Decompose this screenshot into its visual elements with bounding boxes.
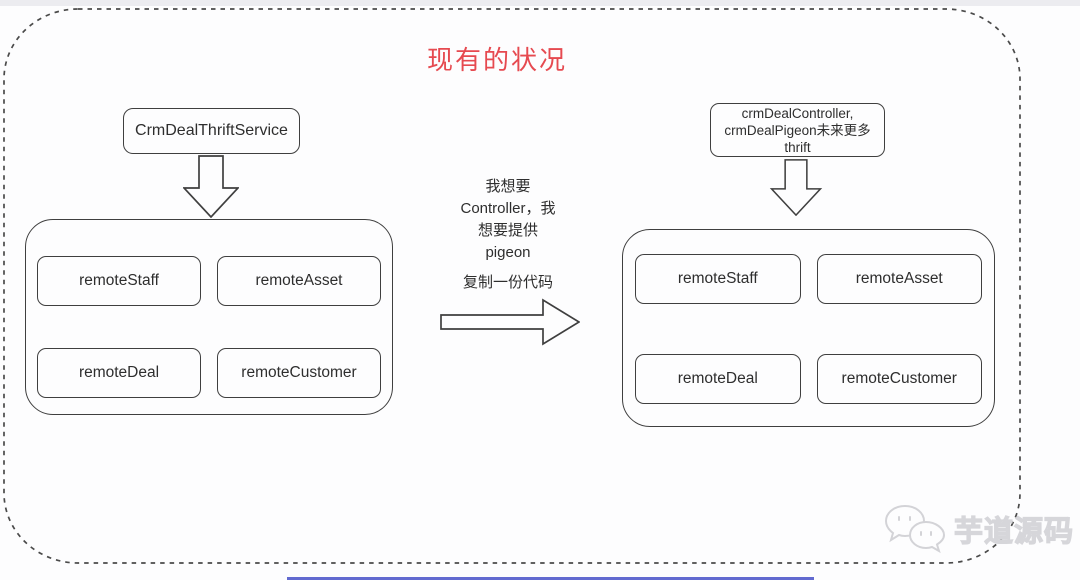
right-arrow-icon: [440, 298, 580, 346]
middle-note-text: 我想要 Controller，我 想要提供 pigeon: [418, 176, 598, 264]
watermark-text: 芋道源码: [953, 515, 1075, 548]
service-line: crmDealController,: [741, 105, 854, 121]
down-arrow-icon: [769, 159, 823, 216]
bottom-divider-line: [287, 577, 814, 580]
right-service-container: remoteStaff remoteAsset remoteDeal remot…: [622, 229, 995, 427]
node-remote-asset: remoteAsset: [816, 254, 982, 304]
top-edge-strip: [0, 0, 1080, 6]
service-line: crmDealPigeon未来更多: [724, 122, 871, 138]
node-remote-deal: remoteDeal: [635, 353, 801, 404]
node-remote-asset: remoteAsset: [217, 256, 381, 306]
node-remote-staff: remoteStaff: [635, 254, 801, 304]
service-line: thrift: [784, 139, 811, 155]
note-line: pigeon: [485, 244, 531, 261]
node-remote-customer: remoteCustomer: [816, 353, 982, 404]
copy-code-label: 复制一份代码: [462, 274, 553, 291]
watermark: 芋道源码: [880, 500, 1074, 558]
left-service-container: remoteStaff remoteAsset remoteDeal remot…: [25, 219, 393, 415]
note-line: 想要提供: [477, 222, 538, 239]
diagram-title: 现有的状况: [426, 45, 567, 75]
node-remote-customer: remoteCustomer: [217, 347, 381, 398]
down-arrow-icon: [183, 155, 239, 218]
wechat-bubbles-icon: [884, 504, 946, 554]
node-crm-deal-controller: crmDealController, crmDealPigeon未来更多 thr…: [710, 103, 885, 157]
note-line: 我想要: [485, 178, 531, 195]
node-crm-deal-thrift-service: CrmDealThriftService: [123, 108, 300, 154]
node-remote-deal: remoteDeal: [37, 347, 201, 398]
note-line: Controller，我: [460, 200, 556, 217]
node-remote-staff: remoteStaff: [37, 256, 201, 306]
